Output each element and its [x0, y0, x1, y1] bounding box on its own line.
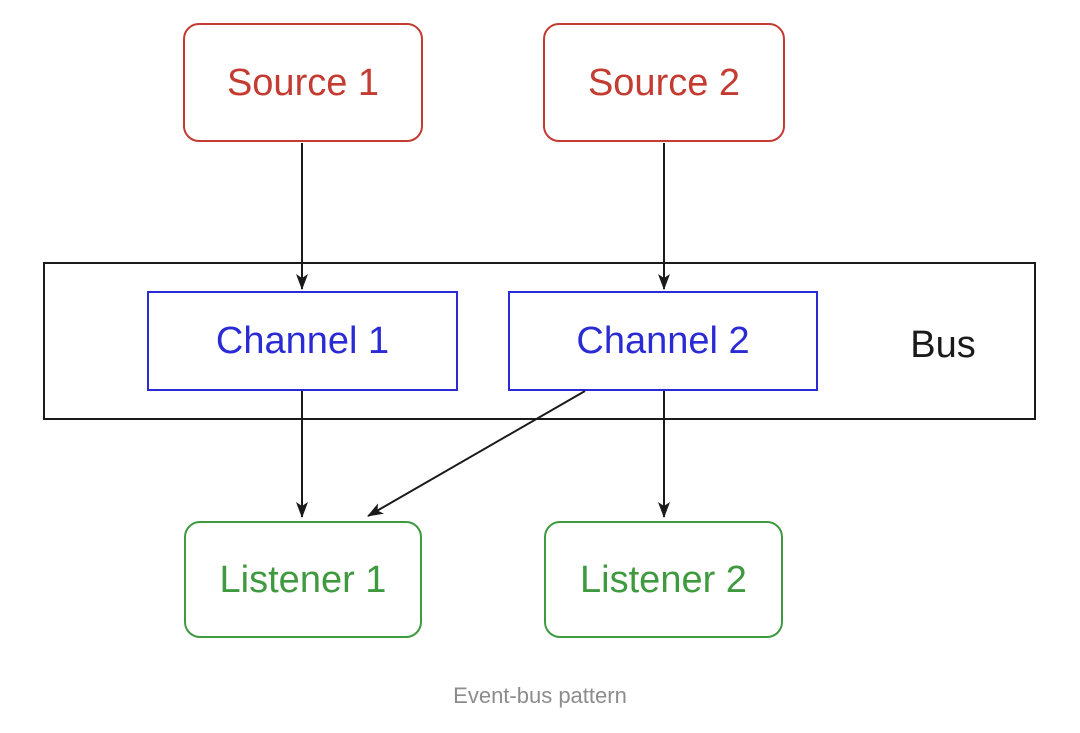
- diagram-caption: Event-bus pattern: [453, 683, 627, 708]
- listener2-label: Listener 2: [580, 558, 747, 601]
- channel1-label: Channel 1: [215, 320, 390, 362]
- channel2-label: Channel 2: [576, 320, 750, 362]
- channel2-node: Channel 2: [508, 291, 818, 391]
- source2-label: Source 2: [587, 61, 741, 104]
- channel1-node: Channel 1: [147, 291, 458, 391]
- listener1-label: Listener 1: [219, 558, 387, 601]
- listener1-node: Listener 1: [184, 521, 422, 638]
- source1-label: Source 1: [226, 61, 380, 104]
- source2-node: Source 2: [543, 23, 785, 142]
- source1-node: Source 1: [183, 23, 423, 142]
- listener2-node: Listener 2: [544, 521, 783, 638]
- bus-label: Bus: [910, 324, 976, 366]
